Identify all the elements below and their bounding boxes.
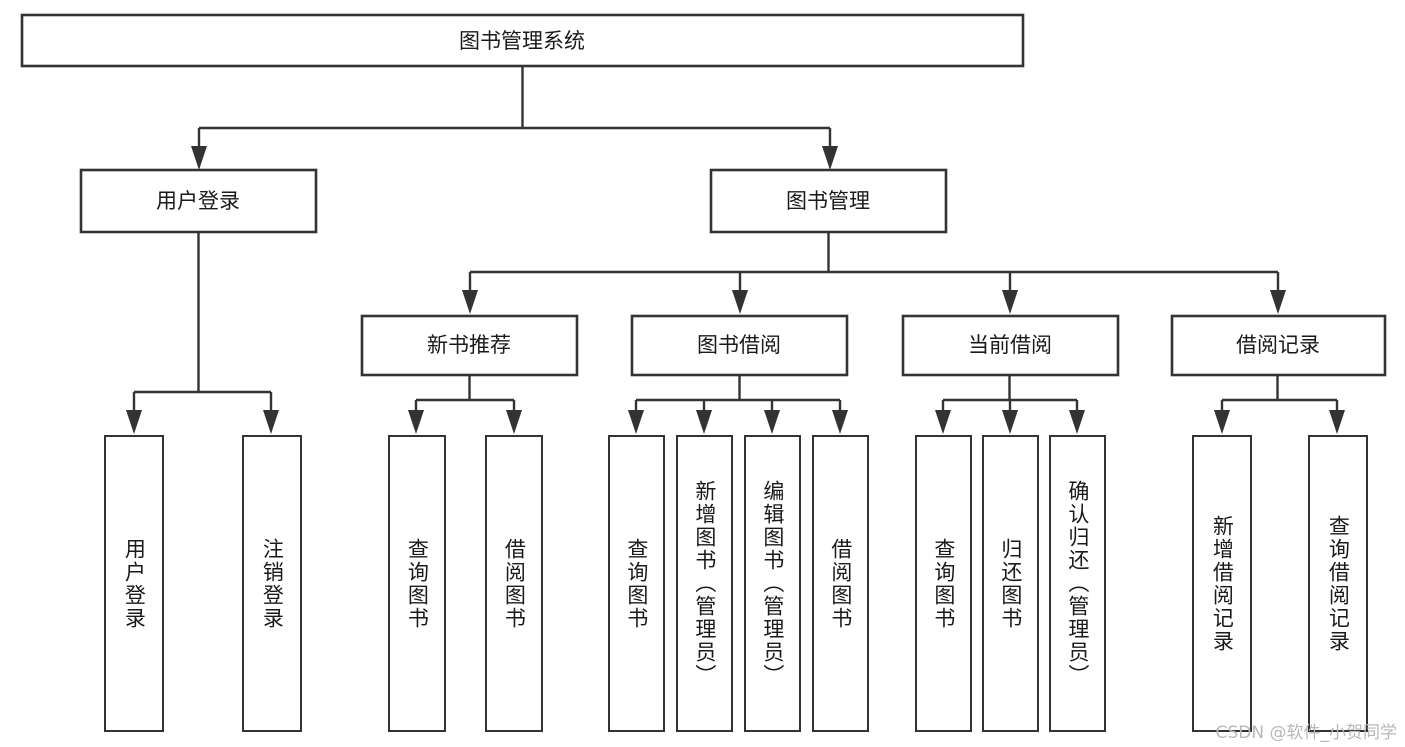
leaf-borrow-add-book[interactable]: 新增图书（管理员） xyxy=(676,435,733,732)
node-user-login-label: 用户登录 xyxy=(156,189,240,213)
node-borrow-record-label: 借阅记录 xyxy=(1236,333,1320,357)
leaf-label: 新增借阅记录 xyxy=(1210,514,1235,653)
node-current-borrow[interactable]: 当前借阅 xyxy=(901,314,1120,377)
edge-bookborrow-to-leaves xyxy=(628,375,848,434)
node-root-label: 图书管理系统 xyxy=(459,29,585,53)
leaf-user-logout[interactable]: 注销登录 xyxy=(242,435,302,732)
node-new-book-recommend-label: 新书推荐 xyxy=(427,333,511,357)
node-user-login[interactable]: 用户登录 xyxy=(79,168,318,234)
edge-currentborrow-to-leaves xyxy=(935,375,1085,434)
node-new-book-recommend[interactable]: 新书推荐 xyxy=(360,314,579,377)
edge-newbook-to-leaves xyxy=(408,375,522,434)
node-book-management-label: 图书管理 xyxy=(786,189,870,213)
node-root[interactable]: 图书管理系统 xyxy=(20,13,1025,68)
leaf-current-query-book[interactable]: 查询图书 xyxy=(915,435,972,732)
leaf-label: 注销登录 xyxy=(260,537,285,630)
leaf-borrow-query-book[interactable]: 查询图书 xyxy=(608,435,665,732)
leaf-label: 编辑图书（管理员） xyxy=(760,480,785,687)
leaf-newbook-query-book[interactable]: 查询图书 xyxy=(388,435,446,732)
leaf-label: 新增图书（管理员） xyxy=(692,480,717,687)
leaf-label: 确认归还（管理员） xyxy=(1065,480,1090,687)
leaf-current-return-book[interactable]: 归还图书 xyxy=(982,435,1039,732)
leaf-current-confirm-return[interactable]: 确认归还（管理员） xyxy=(1049,435,1106,732)
node-book-borrow[interactable]: 图书借阅 xyxy=(630,314,849,377)
leaf-record-add-record[interactable]: 新增借阅记录 xyxy=(1192,435,1252,732)
leaf-borrow-borrow-book[interactable]: 借阅图书 xyxy=(812,435,869,732)
leaf-label: 借阅图书 xyxy=(502,537,527,630)
edge-userlogin-to-leaves xyxy=(126,232,279,434)
leaf-label: 查询图书 xyxy=(931,537,956,630)
leaf-record-query-record[interactable]: 查询借阅记录 xyxy=(1308,435,1368,732)
leaf-label: 查询图书 xyxy=(624,537,649,630)
edge-borrowrecord-to-leaves xyxy=(1214,375,1345,434)
leaf-borrow-edit-book[interactable]: 编辑图书（管理员） xyxy=(744,435,801,732)
node-book-borrow-label: 图书借阅 xyxy=(697,333,781,357)
edge-root-to-level2 xyxy=(191,66,838,170)
leaf-label: 查询图书 xyxy=(405,537,430,630)
node-current-borrow-label: 当前借阅 xyxy=(968,333,1052,357)
leaf-label: 借阅图书 xyxy=(828,537,853,630)
leaf-label: 查询借阅记录 xyxy=(1326,514,1351,653)
leaf-user-login-query[interactable]: 用户登录 xyxy=(104,435,164,732)
node-book-management[interactable]: 图书管理 xyxy=(709,168,948,234)
leaf-newbook-borrow-book[interactable]: 借阅图书 xyxy=(485,435,543,732)
edge-bookmgmt-to-level3 xyxy=(462,232,1286,314)
leaf-label: 用户登录 xyxy=(122,537,147,630)
node-borrow-record[interactable]: 借阅记录 xyxy=(1170,314,1387,377)
leaf-label: 归还图书 xyxy=(998,537,1023,630)
